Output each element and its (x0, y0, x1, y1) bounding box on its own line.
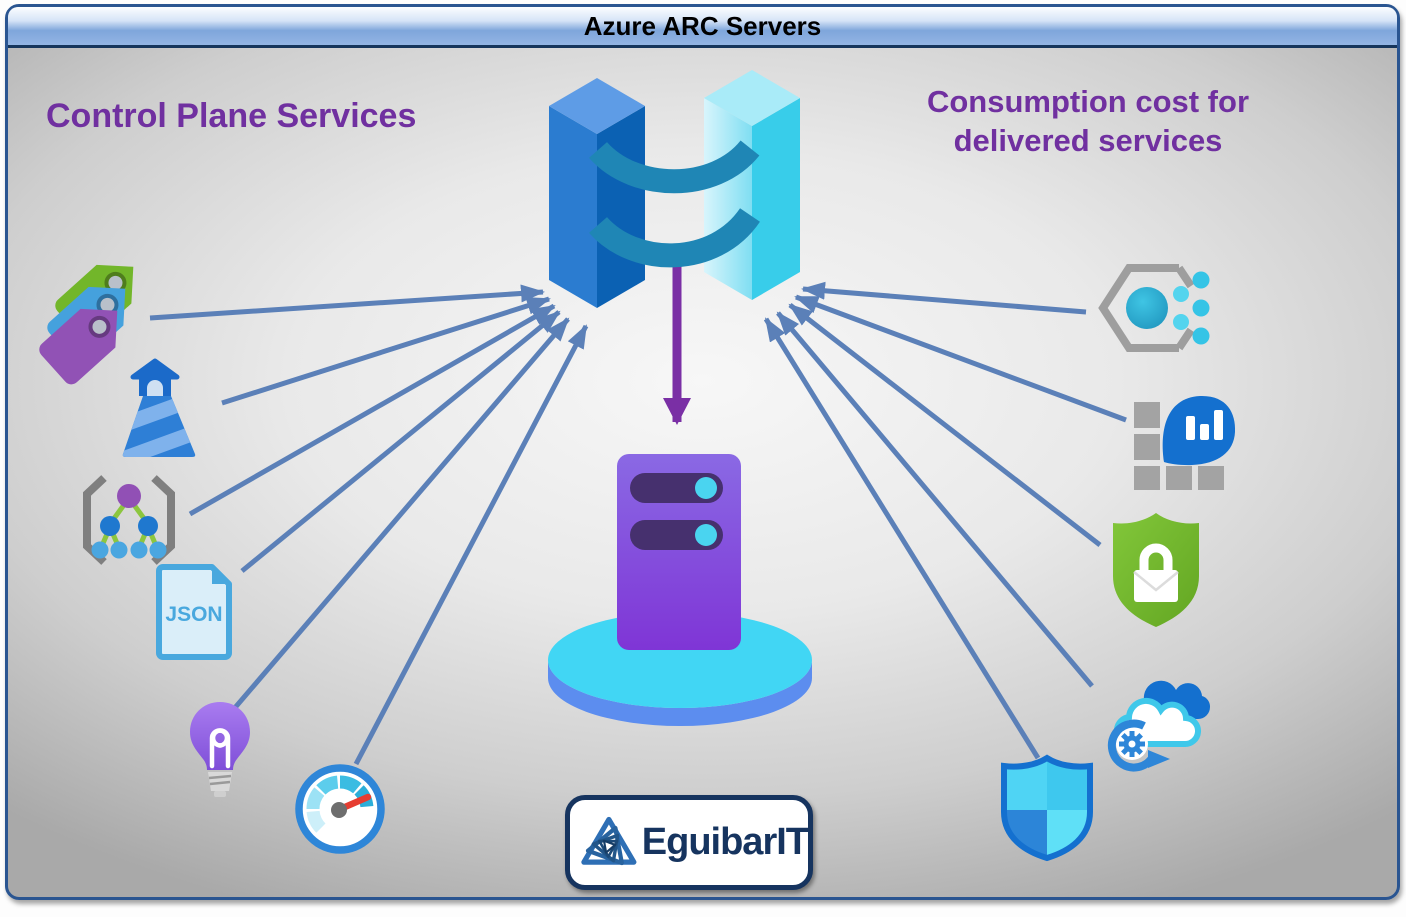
heading-control-plane: Control Plane Services (46, 97, 417, 135)
lighthouse-icon (122, 358, 196, 457)
page-title: Azure ARC Servers (583, 10, 822, 41)
tags-icon (39, 264, 134, 385)
eguibarit-logo: EguibarIT (565, 795, 813, 890)
heading-consumption-cost: Consumption cost for delivered services (926, 84, 1250, 158)
advisor-lightbulb-icon (190, 702, 250, 797)
json-doc-label: JSON (165, 603, 222, 626)
defender-shield-icon (1001, 754, 1093, 862)
azure-arc-icon (549, 70, 800, 308)
platform-disc (548, 612, 812, 726)
metrics-gauge-icon (295, 764, 385, 854)
log-analytics-icon (1134, 395, 1236, 490)
security-lock-shield-icon (1113, 513, 1199, 627)
update-management-cloud-icon (1107, 680, 1211, 772)
arc-server-icon (617, 454, 741, 650)
json-file-icon: JSON (156, 564, 232, 660)
spiral-triangle-icon (581, 816, 637, 865)
management-groups-icon (83, 475, 175, 565)
automation-hexagon-icon (1098, 264, 1210, 352)
title-bar: Azure ARC Servers (8, 7, 1397, 48)
logo-text: EguibarIT (641, 821, 809, 863)
